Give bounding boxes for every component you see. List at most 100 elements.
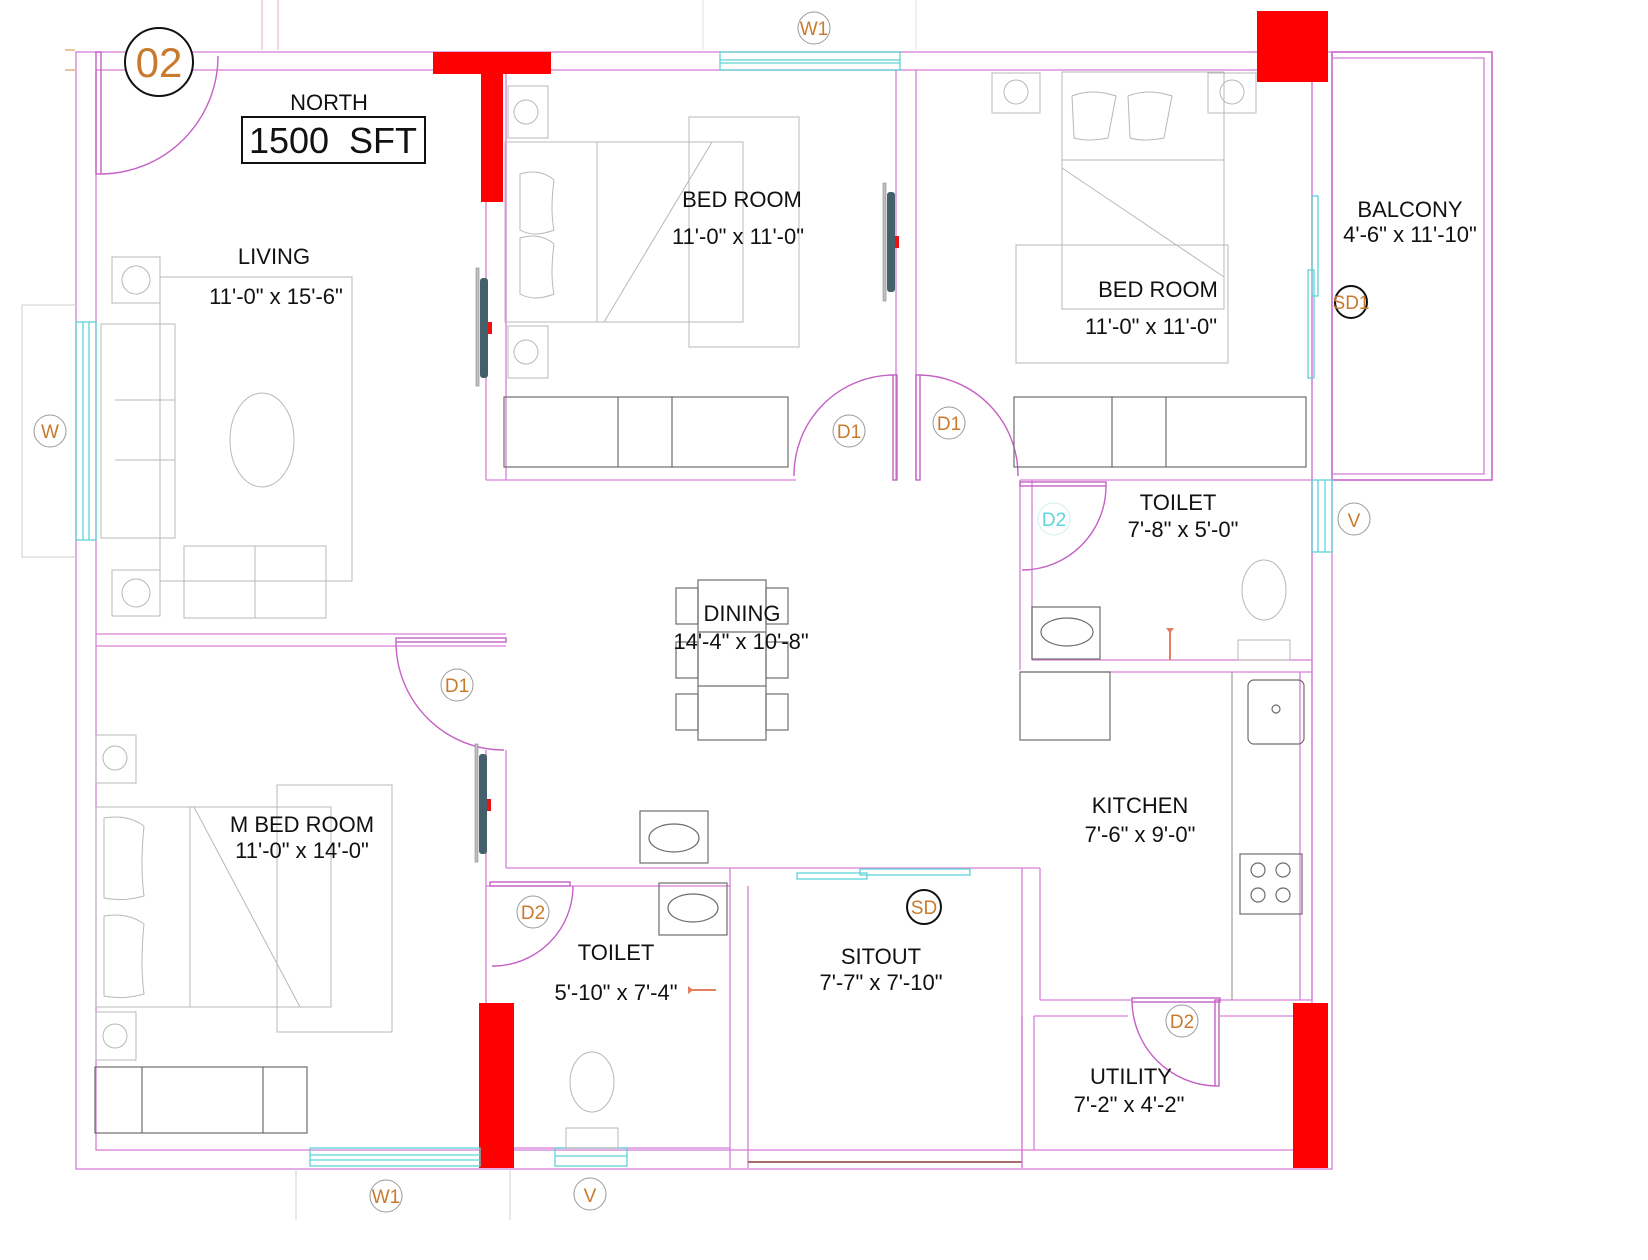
wash-basin: [639, 810, 709, 864]
room-dims: 11'-0" x 15'-6": [209, 284, 343, 309]
nightstand: [507, 325, 549, 379]
tag-d2-toilet2: D2: [516, 895, 550, 929]
svg-text:W1: W1: [372, 1187, 401, 1208]
rug: [276, 784, 393, 1033]
refrigerator: [1019, 671, 1111, 741]
nightstand: [991, 72, 1041, 114]
side-table: [111, 256, 161, 304]
column: [481, 52, 503, 202]
room-bedroom-1: BED ROOM 11'-0" x 11'-0": [672, 187, 804, 249]
rug: [159, 276, 353, 582]
unit-number: 02: [136, 39, 183, 86]
room-toilet-1: TOILET 7'-8" x 5'-0": [1128, 490, 1239, 542]
side-table: [111, 569, 161, 617]
room-dims: 5'-10" x 7'-4": [554, 980, 677, 1005]
svg-text:W1: W1: [800, 19, 829, 40]
tag-sd1: SD1: [1333, 285, 1370, 319]
room-balcony: BALCONY 4'-6" x 11'-10": [1343, 197, 1477, 247]
area-box: [241, 116, 426, 164]
ventilator-v-bottom: [554, 1147, 628, 1167]
sofa: [100, 323, 176, 539]
tag-d2-utility: D2: [1165, 1004, 1199, 1038]
chair: [765, 587, 789, 625]
tv: [475, 267, 480, 387]
chair: [765, 641, 789, 679]
room-dims: 11'-0" x 11'-0": [1085, 314, 1217, 339]
svg-text:D1: D1: [937, 414, 961, 435]
wardrobe: [503, 396, 789, 468]
nightstand: [95, 734, 137, 784]
svg-text:SD1: SD1: [1333, 293, 1370, 314]
room-dims: 4'-6" x 11'-10": [1343, 222, 1477, 247]
wash-basin: [1031, 606, 1101, 660]
room-dims: 11'-0" x 14'-0": [235, 838, 369, 863]
bed: [1061, 71, 1225, 310]
room-name: TOILET: [1140, 490, 1217, 515]
orientation-label: NORTH: [290, 90, 368, 115]
window-w-left: [75, 321, 97, 541]
wardrobe: [94, 1066, 308, 1134]
toilet-seat: [569, 1051, 615, 1113]
room-name: KITCHEN: [1092, 793, 1189, 818]
window-outlines: [21, 304, 511, 1220]
svg-text:D1: D1: [837, 422, 861, 443]
room-kitchen: KITCHEN 7'-6" x 9'-0": [1085, 793, 1196, 847]
unit-number-badge: 02: [124, 27, 194, 97]
rug: [688, 116, 800, 348]
room-name: BALCONY: [1357, 197, 1462, 222]
room-master-bedroom: M BED ROOM 11'-0" x 14'-0": [230, 812, 374, 863]
windows: [75, 51, 1333, 1167]
tag-d1-bed1: D1: [832, 414, 866, 448]
svg-text:V: V: [584, 1186, 597, 1207]
room-dims: 7'-8" x 5'-0": [1128, 517, 1239, 542]
tag-w1-top: W1: [797, 11, 831, 45]
wardrobe: [1013, 396, 1307, 468]
wash-basin: [658, 882, 728, 936]
room-dims: 7'-6" x 9'-0": [1085, 822, 1196, 847]
chair: [675, 693, 699, 731]
tag-sd-sitout: SD: [906, 889, 942, 925]
room-dims: 7'-2" x 4'-2": [1074, 1092, 1185, 1117]
svg-text:D1: D1: [445, 676, 469, 697]
chair: [675, 587, 699, 625]
gas-stove: [1239, 853, 1303, 915]
svg-text:W: W: [41, 422, 59, 443]
room-name: DINING: [704, 601, 781, 626]
room-name: BED ROOM: [682, 187, 802, 212]
room-name: LIVING: [238, 244, 310, 269]
ventilator-v-right: [1311, 479, 1333, 553]
room-dims: 7'-7" x 7'-10": [819, 970, 942, 995]
room-name: SITOUT: [841, 944, 921, 969]
svg-text:D2: D2: [521, 903, 545, 924]
room-name: BED ROOM: [1098, 277, 1218, 302]
sliding-door-sd1: [1311, 195, 1319, 297]
coffee-table: [229, 392, 295, 488]
reference-lines: [65, 0, 917, 71]
bed: [504, 141, 744, 323]
room-bedroom-2: BED ROOM 11'-0" x 11'-0": [1085, 277, 1218, 339]
sliding-door-sd: [796, 872, 868, 880]
tv: [474, 743, 479, 863]
room-sitout: SITOUT 7'-7" x 7'-10": [819, 944, 942, 995]
rug: [1015, 244, 1229, 364]
svg-text:V: V: [1348, 511, 1361, 532]
room-labels: LIVING 11'-0" x 15'-6" BED ROOM 11'-0" x…: [209, 187, 1477, 1117]
tag-v-bottom: V: [573, 1177, 607, 1211]
room-name: M BED ROOM: [230, 812, 374, 837]
toilet-seat: [1241, 559, 1287, 621]
doors: [95, 51, 1221, 1087]
room-dims: 11'-0" x 11'-0": [672, 224, 804, 249]
opening-tags: W1 W D1 D1 D1 D1 SD1 V D2 D2 D2 SD W1 V: [33, 11, 1371, 1213]
tag-d1-bed2: D1: [932, 406, 966, 440]
chair: [675, 641, 699, 679]
window-w1-bottom: [309, 1147, 481, 1167]
room-dining: DINING 14'-4" x 10'-8": [673, 601, 808, 654]
column: [479, 1003, 514, 1168]
nightstand: [507, 85, 549, 139]
tag-d1-mbed: D1: [440, 668, 474, 702]
room-dims: 14'-4" x 10'-8": [673, 629, 808, 654]
area-label: 1500 SFT: [249, 120, 417, 161]
tag-d2-toilet1: D2: [1037, 502, 1071, 536]
svg-text:SD: SD: [911, 898, 937, 919]
